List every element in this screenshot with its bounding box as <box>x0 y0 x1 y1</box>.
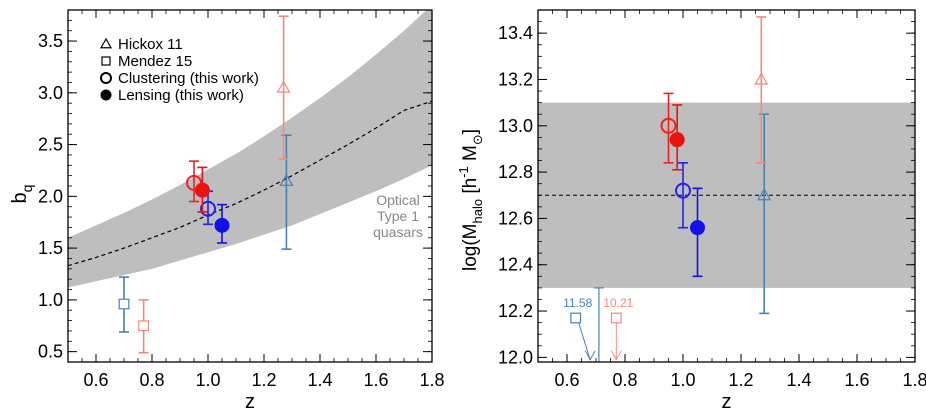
square-marker <box>610 312 622 324</box>
y-tick-label: 1.0 <box>38 290 63 310</box>
triangle-marker <box>757 188 772 201</box>
legend-entry: Clustering (this work) <box>118 70 259 87</box>
filled-circle-marker <box>100 89 112 101</box>
filled-circle-marker <box>214 217 230 233</box>
limit-label: 10.21 <box>603 296 633 310</box>
x-tick-label: 1.4 <box>786 370 811 390</box>
halo-mass-panel: 11.58 10.21 0.6 0.8 1.0 1.2 1.4 1.6 1.8 12.0 12.2 1… <box>456 9 926 412</box>
x-tick-label: 0.8 <box>612 370 637 390</box>
band-center-line <box>68 100 432 267</box>
x-tick-label: 1.6 <box>363 370 388 390</box>
y-tick-label: 13.2 <box>498 69 533 89</box>
open-circle-marker <box>660 117 677 134</box>
y-tick-label: 12.6 <box>498 208 533 228</box>
open-circle-marker <box>100 72 112 84</box>
x-tick-label: 1.2 <box>728 370 753 390</box>
triangle-marker <box>276 80 291 93</box>
legend-entry: Mendez 15 <box>118 53 192 70</box>
open-circle-marker <box>200 200 216 217</box>
y-tick-label: 0.5 <box>38 342 63 362</box>
square-marker <box>570 312 582 324</box>
plot-area <box>538 16 915 362</box>
confidence-band <box>538 102 915 288</box>
x-tick-label: 1.0 <box>670 370 695 390</box>
y-tick-label: 13.0 <box>498 116 533 136</box>
y-tick-label: 12.4 <box>498 255 533 275</box>
y-tick-label: 12.0 <box>498 347 533 367</box>
filled-circle-marker <box>194 182 210 198</box>
x-tick-label: 0.8 <box>139 370 164 390</box>
band-label: Type 1 <box>377 208 419 224</box>
x-tick-label: 1.8 <box>902 370 926 390</box>
y-tick-label: 1.5 <box>38 238 63 258</box>
square-marker <box>118 298 130 310</box>
confidence-band <box>68 10 432 288</box>
x-tick-label: 1.6 <box>844 370 869 390</box>
limit-label: 11.58 <box>563 296 592 310</box>
x-tick-label: 1.8 <box>419 370 444 390</box>
x-tick-label: 1.0 <box>195 370 220 390</box>
x-axis-label: z <box>245 391 255 412</box>
legend-entry: Lensing (this work) <box>118 87 244 104</box>
band-label: quasars <box>373 224 423 240</box>
plot-area <box>68 10 432 354</box>
x-axis-label: z <box>722 391 732 412</box>
x-tick-label: 1.4 <box>307 370 332 390</box>
bias-panel: 0.6 0.8 1.0 1.2 1.4 1.6 1.8 0.5 1.0 1.5 2.0 2.5 3.0 3… <box>9 9 445 412</box>
filled-circle-marker <box>669 132 685 148</box>
y-tick-label: 2.0 <box>38 186 63 206</box>
filled-circle-marker <box>690 220 705 236</box>
x-tick-label: 1.2 <box>251 370 276 390</box>
square-marker <box>138 320 150 332</box>
y-tick-label: 3.5 <box>38 31 63 51</box>
arrow-head <box>584 350 596 361</box>
legend-entry: Hickox 11 <box>118 36 183 53</box>
square-marker <box>101 56 111 66</box>
arrow-line <box>578 322 591 360</box>
y-axis-label: bq <box>9 185 35 204</box>
y-tick-label: 12.2 <box>498 301 533 321</box>
y-tick-label: 12.8 <box>498 162 533 182</box>
y-tick-label: 13.4 <box>498 23 533 43</box>
y-tick-label: 3.0 <box>38 83 63 103</box>
x-tick-label: 0.6 <box>554 370 579 390</box>
band-label: Optical <box>376 192 420 208</box>
x-tick-label: 0.6 <box>83 370 108 390</box>
triangle-marker <box>754 72 769 85</box>
y-axis-label: log(Mhalo [h-1 M⊙] <box>456 129 485 271</box>
open-circle-marker <box>675 182 691 199</box>
triangle-marker <box>99 37 113 49</box>
y-tick-label: 2.5 <box>38 135 63 155</box>
arrow-head <box>610 350 622 361</box>
triangle-marker <box>279 173 294 186</box>
